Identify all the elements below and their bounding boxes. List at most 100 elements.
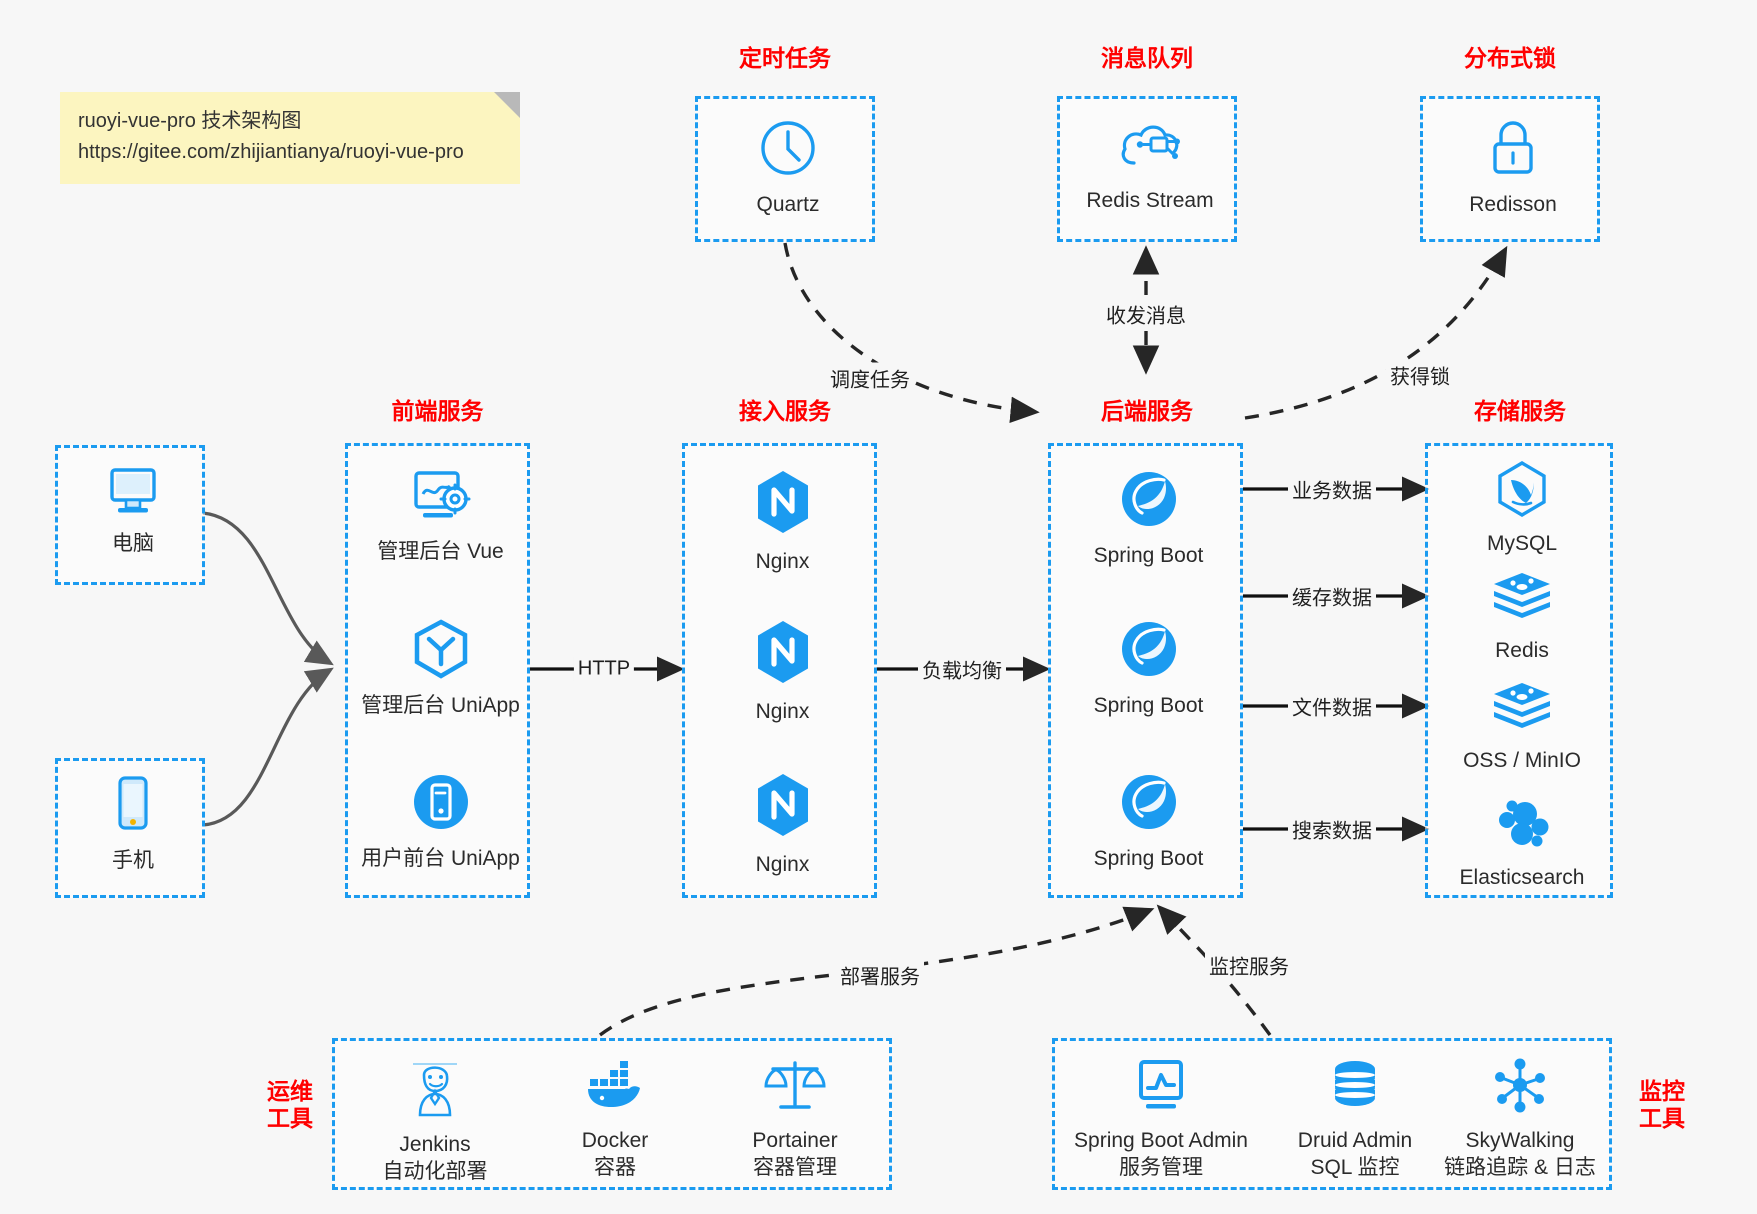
node-skywalking[interactable]: SkyWalking 链路追踪 & 日志 xyxy=(1430,1057,1610,1182)
group-title-monitor-tools-line1: 监控 xyxy=(1639,1078,1685,1104)
group-computer[interactable]: 电脑 xyxy=(55,445,205,585)
group-message-queue[interactable]: Redis Stream xyxy=(1057,96,1237,242)
node-label-quartz: Quartz xyxy=(756,193,820,216)
group-title-frontend-service: 前端服务 xyxy=(391,398,484,424)
edge-label-send-receive-message: 收发消息 xyxy=(1102,298,1190,330)
group-title-ops-tools-line1: 运维 xyxy=(267,1078,313,1104)
elasticsearch-icon xyxy=(1492,794,1552,857)
node-redisson[interactable]: Redisson xyxy=(1423,117,1603,219)
group-storage-service[interactable]: MySQL Redis xyxy=(1425,443,1613,898)
node-sublabel-portainer: 容器管理 xyxy=(753,1155,837,1179)
node-phone[interactable]: 手机 xyxy=(58,775,208,875)
node-admin-vue[interactable]: 管理后台 Vue xyxy=(348,468,533,566)
node-jenkins[interactable]: Jenkins 自动化部署 xyxy=(355,1057,515,1186)
dashboard-gear-icon xyxy=(410,468,472,531)
note-title-line: ruoyi-vue-pro 技术架构图 xyxy=(78,110,302,132)
group-title-scheduled-task: 定时任务 xyxy=(739,45,831,71)
spring-leaf-icon xyxy=(1118,618,1180,685)
node-nginx-1[interactable]: Nginx xyxy=(685,468,880,576)
group-frontend-service[interactable]: 管理后台 Vue 管理后台 UniApp 用户前台 xyxy=(345,443,530,898)
group-backend-service[interactable]: Spring Boot Spring Boot Spring Boot xyxy=(1048,443,1243,898)
node-spring-boot-2[interactable]: Spring Boot xyxy=(1051,618,1246,720)
node-label-mysql: MySQL xyxy=(1486,532,1557,555)
node-spring-boot-admin[interactable]: Spring Boot Admin 服务管理 xyxy=(1061,1057,1261,1182)
redis-stack-icon xyxy=(1490,571,1554,630)
smartphone-icon xyxy=(111,775,155,840)
edge-label-load-balance: 负载均衡 xyxy=(918,653,1006,685)
node-mysql[interactable]: MySQL xyxy=(1428,460,1616,558)
node-sublabel-druid-admin: SQL 监控 xyxy=(1310,1155,1400,1179)
node-spring-boot-1[interactable]: Spring Boot xyxy=(1051,468,1246,570)
node-spring-boot-3[interactable]: Spring Boot xyxy=(1051,771,1246,873)
node-label-skywalking: SkyWalking xyxy=(1465,1129,1575,1152)
edge-acquire-lock xyxy=(1244,245,1508,420)
group-ops-tools[interactable]: Jenkins 自动化部署 Docker 容器 xyxy=(332,1038,892,1190)
mysql-dolphin-icon xyxy=(1493,460,1551,523)
node-sublabel-docker: 容器 xyxy=(594,1155,636,1179)
nginx-icon xyxy=(752,771,814,844)
node-quartz[interactable]: Quartz xyxy=(698,117,878,219)
node-label-phone: 手机 xyxy=(112,849,154,872)
node-oss-minio[interactable]: OSS / MinIO xyxy=(1428,681,1616,775)
cloud-stream-icon xyxy=(1118,117,1182,180)
group-title-monitor-tools-line2: 工具 xyxy=(1639,1105,1685,1132)
group-monitor-tools[interactable]: Spring Boot Admin 服务管理 xyxy=(1052,1038,1612,1190)
node-label-redisson: Redisson xyxy=(1469,193,1557,216)
node-sublabel-spring-boot-admin: 服务管理 xyxy=(1119,1155,1203,1179)
edge-label-monitor-service: 监控服务 xyxy=(1205,949,1293,981)
node-computer[interactable]: 电脑 xyxy=(58,464,208,558)
note-fold-corner xyxy=(494,92,520,118)
edge-label-business-data: 业务数据 xyxy=(1288,473,1376,505)
monitor-chart-icon xyxy=(1130,1057,1192,1120)
node-label-admin-uniapp: 管理后台 UniApp xyxy=(361,694,520,717)
node-label-oss-minio: OSS / MinIO xyxy=(1463,749,1581,772)
node-nginx-2[interactable]: Nginx xyxy=(685,618,880,726)
node-label-jenkins: Jenkins xyxy=(399,1133,471,1156)
diagram-note: ruoyi-vue-pro 技术架构图 https://gitee.com/zh… xyxy=(60,92,520,184)
jenkins-butler-icon xyxy=(406,1057,464,1124)
node-nginx-3[interactable]: Nginx xyxy=(685,771,880,879)
edge-label-cache-data: 缓存数据 xyxy=(1288,580,1376,612)
node-label-redis-stream: Redis Stream xyxy=(1086,189,1214,212)
node-label-portainer: Portainer xyxy=(752,1129,838,1152)
node-docker[interactable]: Docker 容器 xyxy=(535,1057,695,1182)
nginx-icon xyxy=(752,618,814,691)
node-label-admin-vue: 管理后台 Vue xyxy=(377,540,504,563)
edge-phone-to-frontend xyxy=(202,667,334,827)
group-title-ops-tools-line2: 工具 xyxy=(267,1105,313,1132)
group-phone[interactable]: 手机 xyxy=(55,758,205,898)
node-label-nginx-2: Nginx xyxy=(755,700,810,723)
database-icon xyxy=(1326,1057,1384,1120)
group-title-access-service: 接入服务 xyxy=(739,398,831,424)
edge-label-file-data: 文件数据 xyxy=(1288,690,1376,722)
group-scheduled-task[interactable]: Quartz xyxy=(695,96,875,242)
docker-whale-icon xyxy=(584,1057,646,1120)
node-elasticsearch[interactable]: Elasticsearch xyxy=(1428,794,1616,892)
node-label-user-uniapp: 用户前台 UniApp xyxy=(361,847,520,870)
skywalking-node-icon xyxy=(1490,1057,1550,1120)
group-title-message-queue: 消息队列 xyxy=(1101,45,1193,71)
node-label-docker: Docker xyxy=(581,1129,649,1152)
note-url-line: https://gitee.com/zhijiantianya/ruoyi-vu… xyxy=(78,141,464,163)
node-druid-admin[interactable]: Druid Admin SQL 监控 xyxy=(1270,1057,1440,1182)
node-label-elasticsearch: Elasticsearch xyxy=(1459,866,1585,889)
node-label-computer: 电脑 xyxy=(112,532,154,555)
group-access-service[interactable]: Nginx Nginx Nginx xyxy=(682,443,877,898)
lock-icon xyxy=(1484,117,1542,184)
edge-label-schedule-task: 调度任务 xyxy=(826,362,914,394)
node-label-redis: Redis xyxy=(1495,639,1549,662)
group-distributed-lock[interactable]: Redisson xyxy=(1420,96,1600,242)
group-title-ops-tools: 运维 工具 xyxy=(250,1078,330,1132)
edge-computer-to-frontend xyxy=(202,511,334,666)
spring-leaf-icon xyxy=(1118,468,1180,535)
node-sublabel-skywalking: 链路追踪 & 日志 xyxy=(1444,1155,1596,1179)
node-portainer[interactable]: Portainer 容器管理 xyxy=(710,1057,880,1182)
edge-label-search-data: 搜索数据 xyxy=(1288,813,1376,845)
node-label-spring-boot-2: Spring Boot xyxy=(1093,694,1204,717)
node-redis[interactable]: Redis xyxy=(1428,571,1616,665)
node-redis-stream[interactable]: Redis Stream xyxy=(1060,117,1240,215)
node-user-uniapp[interactable]: 用户前台 UniApp xyxy=(348,771,533,873)
portainer-scales-icon xyxy=(764,1057,826,1120)
node-admin-uniapp[interactable]: 管理后台 UniApp xyxy=(348,618,533,720)
desktop-icon xyxy=(104,464,162,523)
